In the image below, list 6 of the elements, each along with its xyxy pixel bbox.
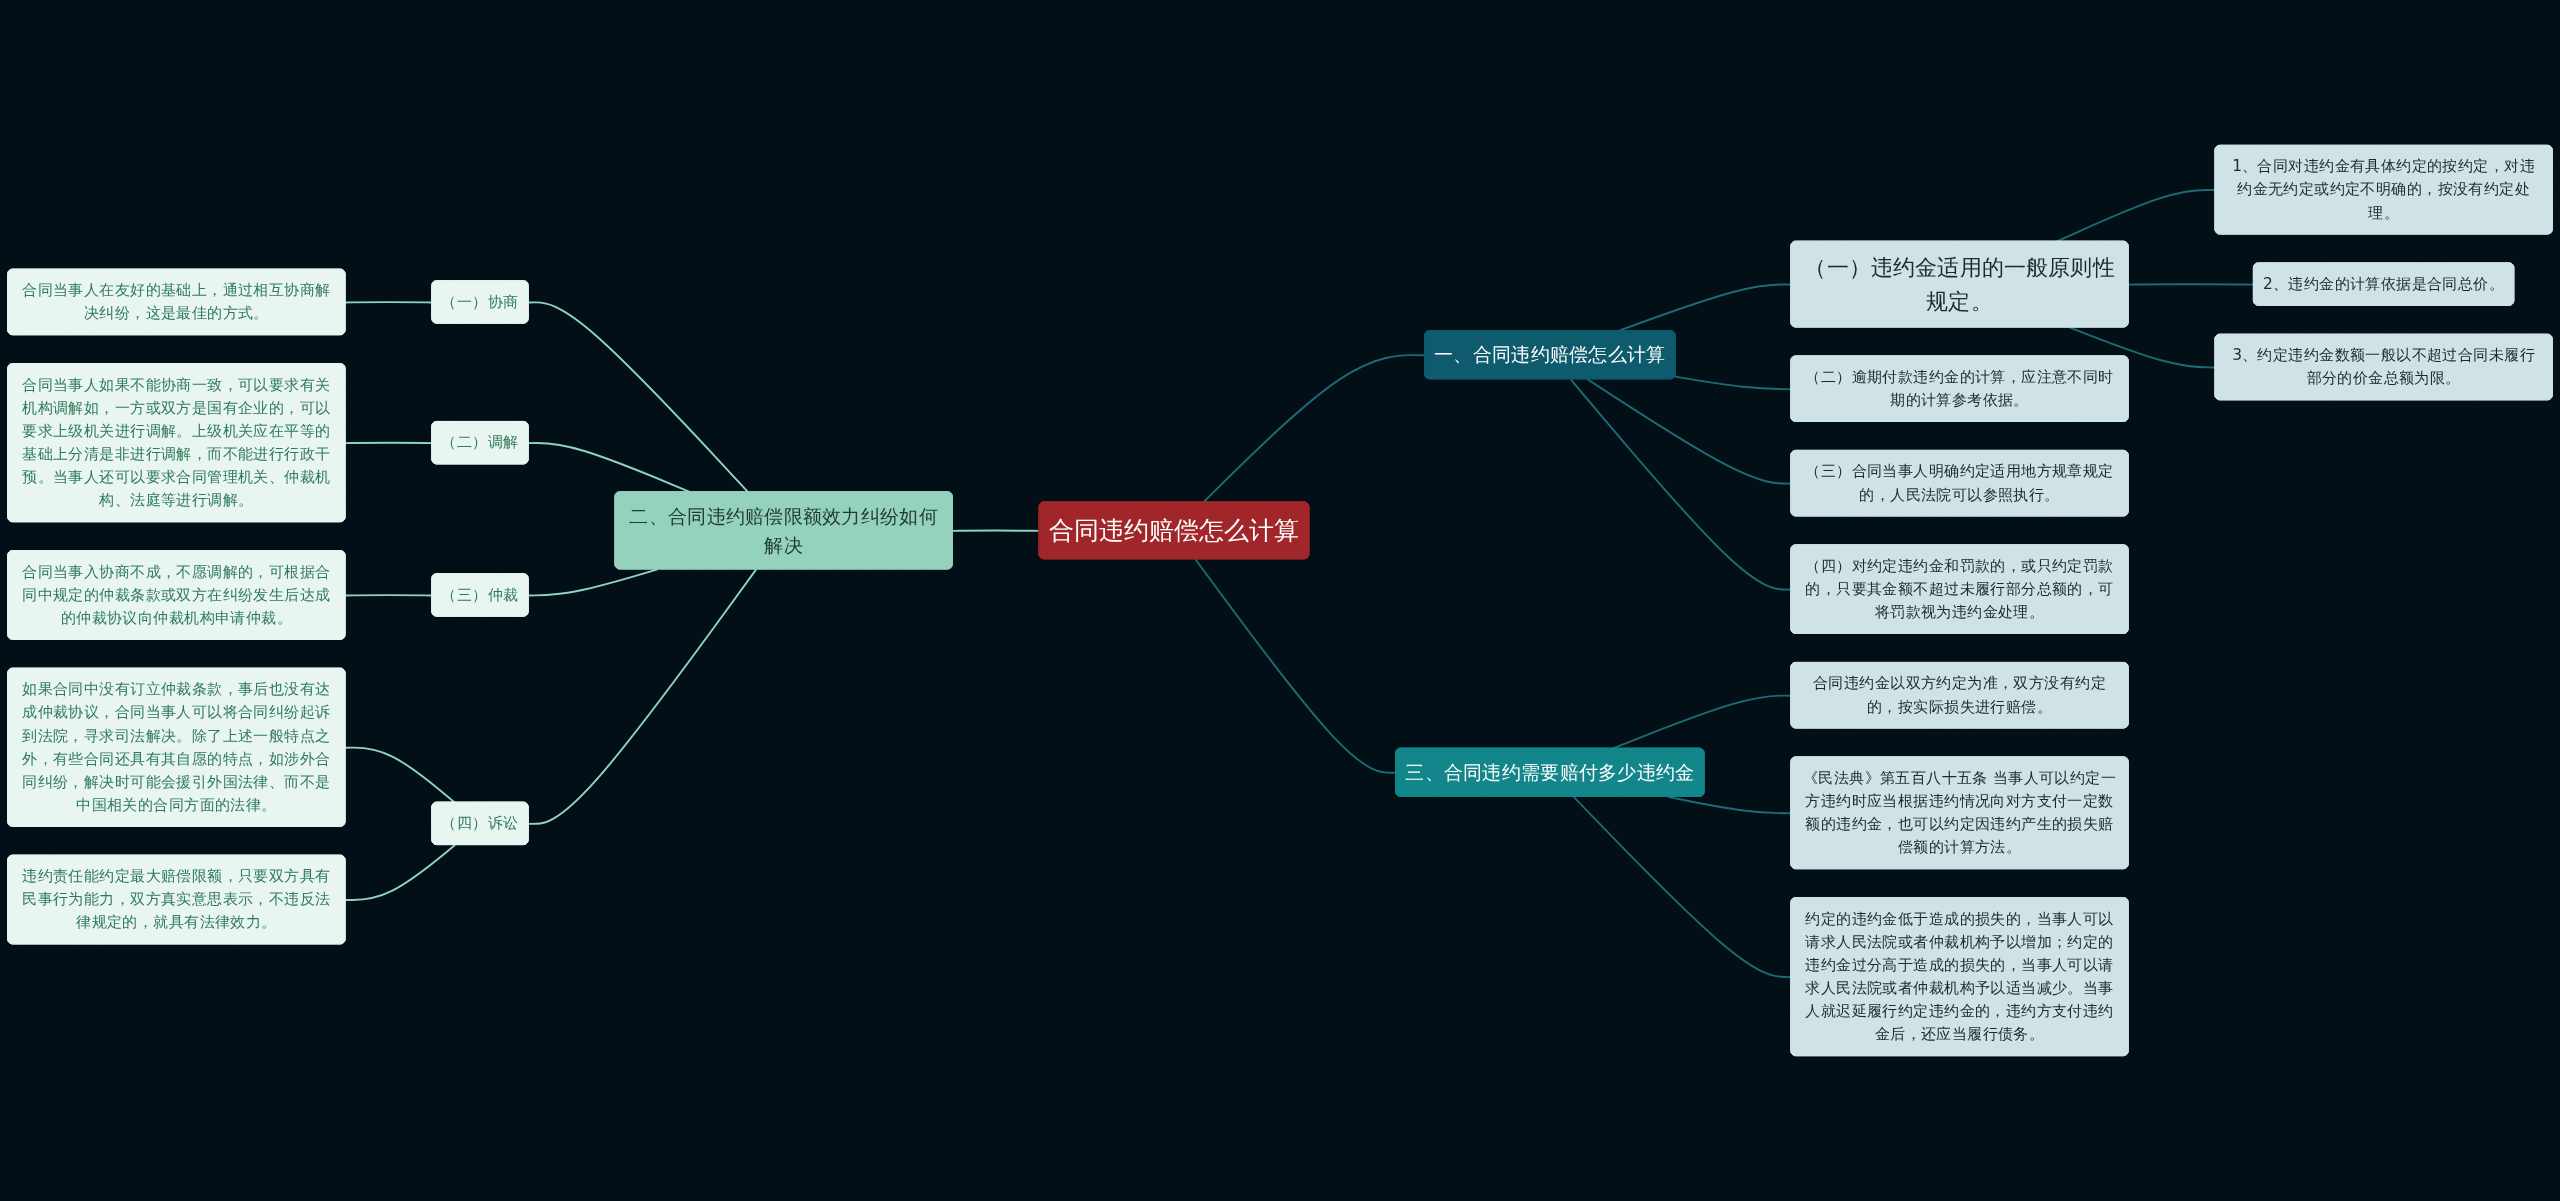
connector [2127, 283, 2255, 286]
connector [344, 844, 456, 901]
connector [527, 568, 758, 825]
connector [951, 529, 1041, 532]
connector [527, 568, 659, 597]
connector [344, 746, 456, 804]
